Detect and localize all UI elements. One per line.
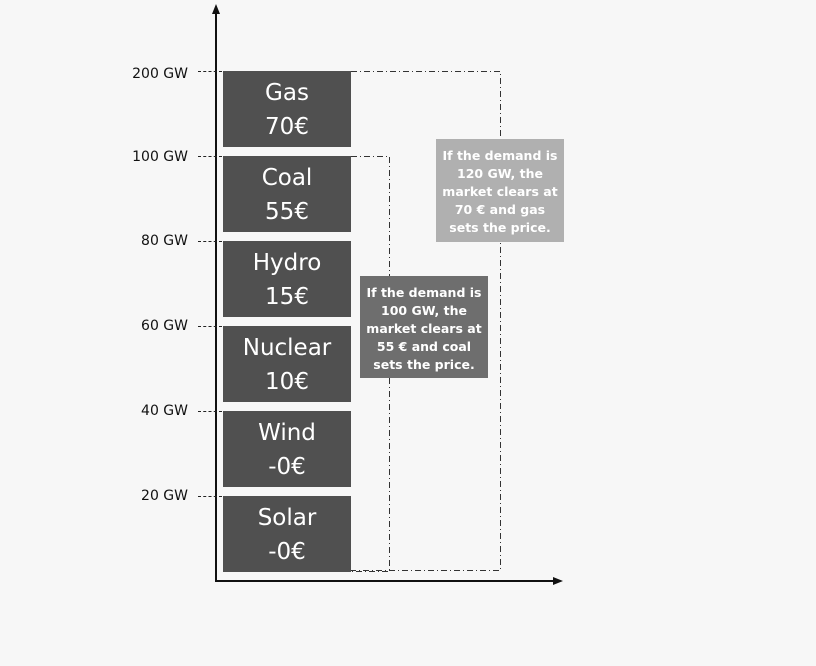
block-solar: Solar -0€ [223, 496, 351, 572]
y-tick-mark-100 [198, 156, 222, 157]
block-gas: Gas 70€ [223, 71, 351, 147]
y-tick-80: 80 GW [141, 233, 188, 249]
coal-note: If the demand is 100 GW, the market clea… [360, 276, 488, 378]
block-wind-label: Wind [258, 420, 316, 446]
block-hydro-price: 15€ [265, 284, 309, 310]
y-tick-mark-60 [198, 326, 222, 327]
y-axis-arrow [212, 4, 220, 14]
y-tick-mark-40 [198, 411, 222, 412]
coal-demand-guide [351, 156, 390, 572]
y-tick-200: 200 GW [132, 66, 188, 82]
block-nuclear-price: 10€ [265, 369, 309, 395]
block-hydro-label: Hydro [252, 250, 322, 276]
y-tick-mark-200 [198, 71, 222, 72]
block-solar-label: Solar [257, 505, 317, 531]
block-nuclear-label: Nuclear [242, 335, 332, 361]
block-coal-price: 55€ [265, 199, 309, 225]
x-axis [215, 580, 555, 582]
y-tick-mark-80 [198, 241, 222, 242]
block-coal-label: Coal [261, 165, 313, 191]
block-wind-price: -0€ [268, 454, 306, 480]
block-wind: Wind -0€ [223, 411, 351, 487]
block-gas-label: Gas [265, 80, 309, 106]
y-tick-60: 60 GW [141, 318, 188, 334]
y-axis [215, 12, 217, 582]
gas-demand-guide [351, 71, 501, 571]
block-solar-price: -0€ [268, 539, 306, 565]
y-tick-100: 100 GW [132, 149, 188, 165]
y-tick-40: 40 GW [141, 403, 188, 419]
block-nuclear: Nuclear 10€ [223, 326, 351, 402]
y-tick-mark-20 [198, 496, 222, 497]
gas-note: If the demand is 120 GW, the market clea… [436, 139, 564, 242]
block-gas-price: 70€ [265, 114, 309, 140]
block-coal: Coal 55€ [223, 156, 351, 232]
y-tick-20: 20 GW [141, 488, 188, 504]
block-hydro: Hydro 15€ [223, 241, 351, 317]
x-axis-arrow [553, 577, 563, 585]
